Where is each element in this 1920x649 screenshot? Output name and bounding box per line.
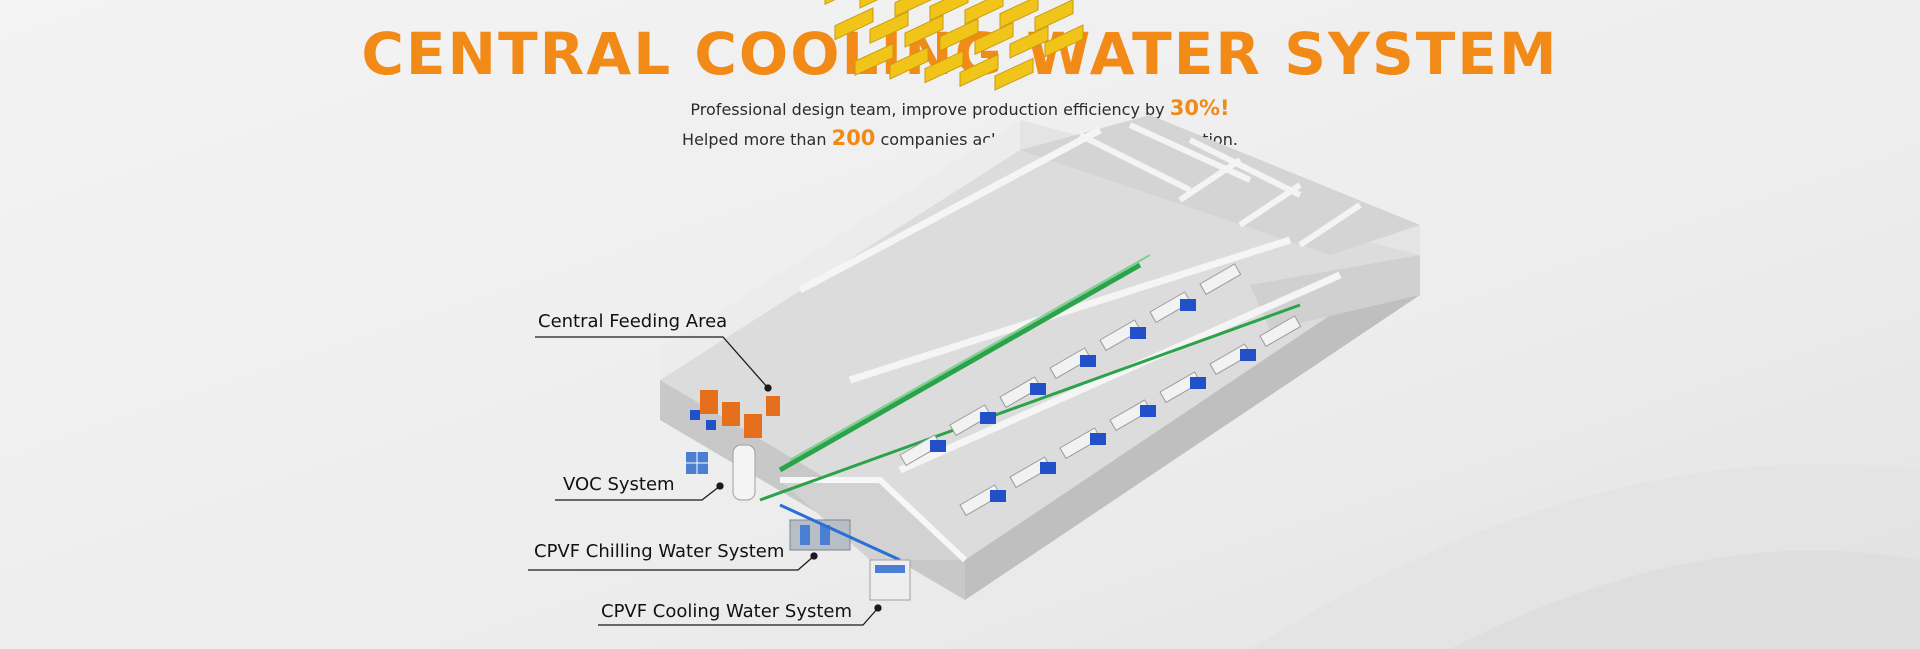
companies-highlight: 200 [831,126,876,150]
callout-voc-system: VOC System [563,474,675,495]
callout-cooling-water-system: CPVF Cooling Water System [601,601,853,622]
subtitle-line-1: Professional design team, improve produc… [0,96,1920,120]
cooling-water-equipment [869,559,911,601]
chilling-water-equipment [779,503,901,562]
subtitle-line-1-text: Professional design team, improve produc… [690,100,1170,119]
callout-leader-lines [528,336,882,626]
molding-machines [899,263,1302,517]
dryer-units [824,0,1084,91]
callout-central-feeding-area: Central Feeding Area [538,311,728,332]
factory-floor [660,115,1420,600]
voc-system-equipment [686,444,756,501]
callout-chilling-water-system: CPVF Chilling Water System [534,541,785,562]
subtitle-line-2-pre: Helped more than [682,130,832,149]
efficiency-highlight: 30%! [1169,96,1230,120]
central-feeding-equipment [690,390,780,438]
